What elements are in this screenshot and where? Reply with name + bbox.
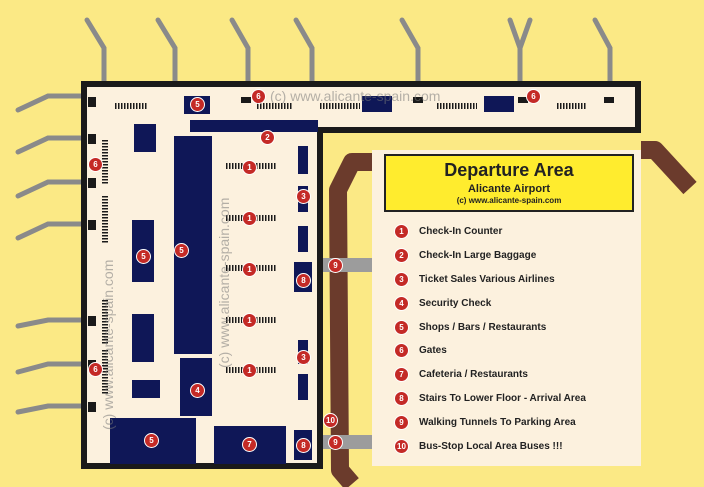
marker-check-in-2[interactable]: 1 bbox=[242, 211, 257, 226]
legend-number: 1 bbox=[394, 224, 409, 240]
legend-item: 9 Walking Tunnels To Parking Area bbox=[394, 410, 586, 434]
legend-title-box: Departure Area Alicante Airport (c) www.… bbox=[384, 154, 634, 212]
legend-title: Departure Area bbox=[444, 160, 574, 180]
legend-label: Gates bbox=[419, 345, 447, 357]
legend-label: Shops / Bars / Restaurants bbox=[419, 321, 547, 333]
legend-label: Bus-Stop Local Area Buses !!! bbox=[419, 440, 563, 452]
marker-tunnel-bottom[interactable]: 9 bbox=[328, 435, 343, 450]
legend-label: Security Check bbox=[419, 297, 492, 309]
legend-number: 6 bbox=[394, 343, 409, 359]
marker-check-in-1[interactable]: 1 bbox=[242, 160, 257, 175]
legend-label: Cafeteria / Restaurants bbox=[419, 369, 528, 381]
jet-bridges-left bbox=[15, 93, 88, 415]
marker-stairs-bottom[interactable]: 8 bbox=[296, 438, 311, 453]
marker-check-in-3[interactable]: 1 bbox=[242, 262, 257, 277]
legend-number: 8 bbox=[394, 390, 409, 406]
legend-subtitle: Alicante Airport bbox=[467, 183, 551, 195]
legend-label: Ticket Sales Various Airlines bbox=[419, 273, 555, 285]
marker-ticket-sales-top[interactable]: 3 bbox=[296, 189, 311, 204]
marker-tunnel-top[interactable]: 9 bbox=[328, 258, 343, 273]
jet-bridges-top bbox=[84, 17, 613, 93]
marker-bus-stop[interactable]: 10 bbox=[323, 413, 338, 428]
marker-shops-bottom[interactable]: 5 bbox=[144, 433, 159, 448]
seating-rows bbox=[102, 103, 587, 394]
legend-item: 2 Check-In Large Baggage bbox=[394, 244, 586, 268]
legend-label: Walking Tunnels To Parking Area bbox=[419, 416, 576, 428]
legend-number: 7 bbox=[394, 367, 409, 383]
legend-list: 1 Check-In Counter 2 Check-In Large Baggag… bbox=[394, 220, 586, 458]
legend-item: 5 Shops / Bars / Restaurants bbox=[394, 315, 586, 339]
watermark-top: (c) www.alicante-spain.com bbox=[270, 88, 441, 104]
marker-gates-left-bottom[interactable]: 6 bbox=[88, 362, 103, 377]
legend-item: 7 Cafeteria / Restaurants bbox=[394, 363, 586, 387]
legend-label: Check-In Large Baggage bbox=[419, 250, 537, 262]
legend-number: 4 bbox=[394, 295, 409, 311]
marker-shops-center[interactable]: 5 bbox=[174, 243, 189, 258]
marker-large-baggage[interactable]: 2 bbox=[260, 130, 275, 145]
legend-item: 10 Bus-Stop Local Area Buses !!! bbox=[394, 434, 586, 458]
marker-shops-top[interactable]: 5 bbox=[190, 97, 205, 112]
marker-check-in-5[interactable]: 1 bbox=[242, 363, 257, 378]
legend-item: 8 Stairs To Lower Floor - Arrival Area bbox=[394, 387, 586, 411]
marker-cafeteria[interactable]: 7 bbox=[242, 437, 257, 452]
watermark-middle: (c) www.alicante-spain.com bbox=[216, 197, 232, 368]
legend-number: 10 bbox=[394, 438, 409, 454]
legend-item: 4 Security Check bbox=[394, 291, 586, 315]
marker-ticket-sales-bottom[interactable]: 3 bbox=[296, 350, 311, 365]
marker-gates-left-top[interactable]: 6 bbox=[88, 157, 103, 172]
marker-security-check[interactable]: 4 bbox=[190, 383, 205, 398]
marker-gates-top-right[interactable]: 6 bbox=[526, 89, 541, 104]
parking-tunnels bbox=[329, 141, 697, 487]
watermark-left: (c) www.alicante-spain.com bbox=[100, 259, 116, 430]
legend-number: 2 bbox=[394, 248, 409, 264]
legend-label: Stairs To Lower Floor - Arrival Area bbox=[419, 392, 586, 404]
terminal-building bbox=[81, 81, 641, 469]
legend-item: 1 Check-In Counter bbox=[394, 220, 586, 244]
legend-item: 6 Gates bbox=[394, 339, 586, 363]
legend-panel: Departure Area Alicante Airport (c) www.… bbox=[372, 150, 641, 466]
marker-check-in-4[interactable]: 1 bbox=[242, 313, 257, 328]
legend-number: 9 bbox=[394, 414, 409, 430]
marker-stairs-top[interactable]: 8 bbox=[296, 273, 311, 288]
legend-label: Check-In Counter bbox=[419, 226, 503, 238]
legend-number: 3 bbox=[394, 271, 409, 287]
marker-shops-left[interactable]: 5 bbox=[136, 249, 151, 264]
legend-number: 5 bbox=[394, 319, 409, 335]
marker-gates-top-left[interactable]: 6 bbox=[251, 89, 266, 104]
legend-item: 3 Ticket Sales Various Airlines bbox=[394, 268, 586, 292]
legend-credit: (c) www.alicante-spain.com bbox=[456, 196, 562, 205]
